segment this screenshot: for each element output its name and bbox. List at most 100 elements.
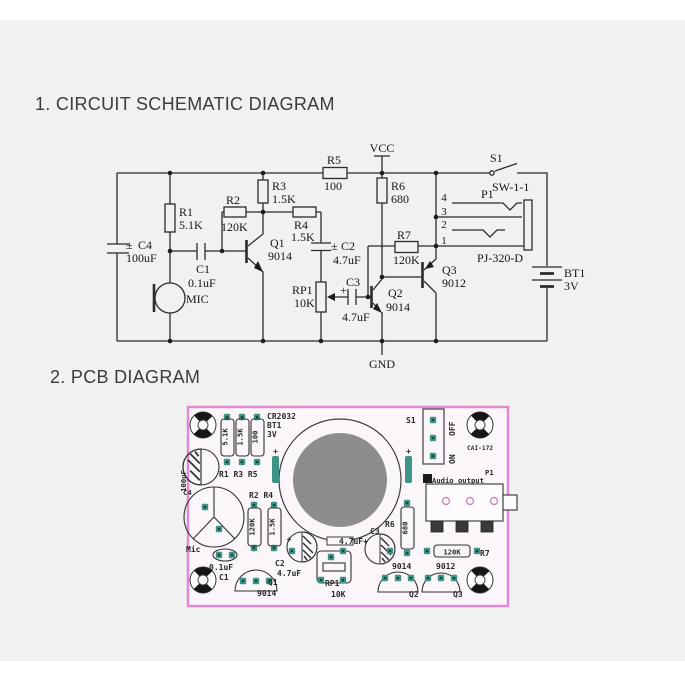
q3-silk-value: 9012 (436, 562, 455, 571)
r6-footprint: 680 R6 (385, 499, 415, 557)
supply-rails (116, 172, 548, 342)
gnd-label: GND (369, 357, 395, 371)
r135-silk-label: R1 R3 R5 (219, 470, 258, 479)
c1-label: C1 (196, 262, 210, 276)
q2-silk-value: 9014 (392, 562, 411, 571)
p1-pin3: 3 (441, 206, 447, 218)
r24-silk-label: R2 R4 (249, 491, 273, 500)
r6-silk-value: 680 (401, 522, 410, 535)
p1-pin1: 1 (441, 235, 447, 247)
r1-label: R1 (179, 205, 193, 219)
bt1-silk-label: BT1 (267, 421, 282, 430)
r4-label: R4 (294, 218, 308, 232)
r4-value: 1.5K (291, 230, 315, 244)
q3-value: 9012 (442, 276, 466, 290)
mount-hole-bottom-right (467, 567, 493, 593)
c2-footprint: + C2 4.7uF (275, 531, 318, 578)
c2-silk-plus: + (287, 535, 292, 544)
r7-label: R7 (397, 228, 411, 242)
s1-model: SW-1-1 (492, 180, 529, 194)
p1-jack: P1 4 3 2 1 PJ-320-D (435, 173, 533, 265)
q2-value: 9014 (386, 300, 410, 314)
mount-hole-top-right (467, 412, 493, 438)
r3-resistor: R3 1.5K (257, 173, 296, 212)
c2-capacitor: ± C2 4.7uF (311, 239, 361, 282)
rp1-value: 10K (294, 296, 315, 310)
audio-output-label: Audio output (432, 476, 484, 485)
c4-silk-value: 100uF (179, 470, 188, 492)
rp1-footprint: RP1 10K (316, 550, 352, 599)
q2-transistor: Q2 9014 (370, 276, 421, 341)
r4-resistor: R4 1.5K (291, 206, 322, 244)
c3-label: C3 (346, 275, 360, 289)
c3-polarity: + (340, 283, 347, 297)
rp1-silk-label: RP1 (325, 579, 340, 588)
r5-resistor: R5 100 (322, 153, 348, 193)
c2-label: C2 (341, 239, 355, 253)
r5-value: 100 (324, 179, 342, 193)
c1-capacitor: C1 0.1uF (170, 243, 246, 290)
p1-silk-label: P1 (485, 468, 494, 477)
r6-label: R6 (391, 179, 405, 193)
rp1-silk-value: 10K (331, 590, 346, 599)
bt1-battery: BT1 3V (532, 266, 585, 293)
r7-silk-value: 120K (443, 548, 461, 557)
battery-holder: + + CR2032 BT1 3V (267, 412, 412, 546)
c4-label: C4 (138, 238, 152, 252)
cr2032-battery (293, 433, 387, 527)
mount-hole-top-left (190, 412, 216, 438)
rp1-label: RP1 (292, 283, 313, 297)
r1-r3-r5-footprints: 5.1K 1.5K 100 R1 R3 R5 (219, 413, 265, 479)
r1-resistor: R1 5.1K (164, 173, 203, 251)
p1-pin4: 4 (441, 192, 447, 204)
r4-silk-value: 1.5K (268, 518, 277, 536)
vcc-symbol: VCC (370, 141, 395, 173)
r7-footprint: 120K R7 (423, 544, 490, 558)
r1-silk-value: 5.1K (221, 428, 230, 446)
c4-polarity: ± (126, 238, 133, 252)
r2-label: R2 (226, 193, 240, 207)
c4-footprint: 100uF C4 (179, 448, 220, 497)
r1-value: 5.1K (179, 218, 203, 232)
mic-footprint: Mic (183, 486, 245, 554)
q1-label: Q1 (270, 236, 285, 250)
c4-silk-label: C4 (183, 488, 192, 497)
c2-value: 4.7uF (333, 253, 361, 267)
r7-value: 120K (393, 253, 420, 267)
s1-footprint: S1 OFF ON (406, 408, 457, 465)
r2-resistor: R2 120K (221, 193, 293, 251)
q1-silk-label: Q1 (268, 578, 278, 587)
c3-value: 4.7uF (342, 310, 370, 324)
q3-label: Q3 (442, 263, 457, 277)
s1-silk-label: S1 (406, 416, 416, 425)
c1-value: 0.1uF (188, 276, 216, 290)
battery-plus-left: + (273, 447, 278, 456)
jack-pad-square (423, 474, 432, 483)
q2-label: Q2 (388, 286, 403, 300)
hole-silk-label: CAI-172 (467, 445, 493, 452)
r2-r4-footprints: 120K 1.5K R2 R4 (247, 491, 282, 552)
q2-footprint: 9014 Q2 (377, 562, 419, 599)
c3-silk-label: C3 (370, 527, 380, 536)
r3-value: 1.5K (272, 192, 296, 206)
s1-switch: S1 SW-1-1 (489, 151, 529, 194)
vcc-label: VCC (370, 141, 395, 155)
q3-transistor: Q3 9012 (421, 246, 466, 341)
q2-silk-label: Q2 (409, 590, 419, 599)
s1-off-label: OFF (448, 421, 457, 436)
p1-label: P1 (481, 187, 494, 201)
s1-label: S1 (490, 151, 503, 165)
r6-value: 680 (391, 192, 409, 206)
r6-silk-label: R6 (385, 520, 395, 529)
p1-pin2: 2 (441, 219, 447, 231)
c4-value: 100uF (126, 251, 157, 265)
q1-footprint: Q1 9014 (234, 569, 278, 598)
c4-capacitor: ± C4 100uF (107, 238, 157, 265)
junction-dots (167, 170, 439, 344)
p1-jack-footprint: P1 Audio output (423, 468, 518, 533)
battery-model-label: CR2032 (267, 412, 296, 421)
q1-silk-value: 9014 (257, 589, 276, 598)
c2-polarity: ± (331, 239, 338, 253)
